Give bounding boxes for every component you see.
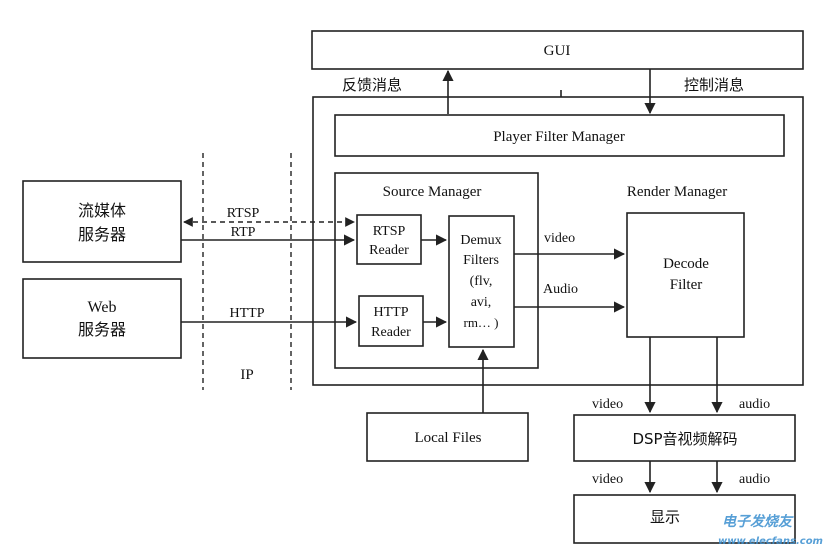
web-server-label-2: 服务器 [78, 320, 126, 339]
streaming-server-label-2: 服务器 [78, 225, 126, 244]
source-manager-label: Source Manager [383, 184, 482, 200]
player-filter-manager-box [334, 114, 785, 157]
rtsp-reader-box [356, 214, 422, 265]
display-video-label: video [592, 472, 623, 487]
display-label: 显示 [650, 508, 680, 526]
decode-filter-box [626, 212, 745, 338]
render-manager-label: Render Manager [627, 184, 727, 200]
http-reader-label-2: Reader [371, 325, 411, 340]
streaming-server-label-1: 流媒体 [78, 201, 126, 220]
rtsp-reader-label-2: Reader [369, 243, 409, 258]
watermark-logo: 电子发烧友 www.elecfans.com [718, 513, 823, 547]
display-audio-label: audio [739, 472, 770, 487]
ip-label: IP [240, 367, 253, 383]
streaming-server-box [22, 180, 182, 263]
demux-filters-box [448, 215, 515, 348]
rtsp-label: RTSP [227, 206, 260, 221]
gui-label: GUI [544, 43, 571, 59]
decode-filter-label-2: Filter [670, 277, 703, 293]
http-reader-label-1: HTTP [374, 305, 409, 320]
demux-label-4: avi, [471, 295, 492, 310]
demux-label-1: Demux [460, 233, 501, 248]
dsp-decode-label: DSP音视频解码 [632, 430, 737, 448]
web-server-box [22, 278, 182, 359]
dsp-video-label: video [592, 397, 623, 412]
dsp-decode-box [573, 414, 796, 462]
demux-label-5: rm… ) [463, 315, 498, 330]
gui-box [311, 30, 804, 70]
web-server-label-1: Web [88, 299, 117, 316]
demux-label-2: Filters [463, 253, 499, 268]
decode-filter-label-1: Decode [663, 256, 709, 272]
display-box [573, 494, 796, 544]
player-filter-manager-label: Player Filter Manager [493, 129, 625, 145]
audio-label: Audio [543, 282, 578, 297]
http-label: HTTP [230, 306, 265, 321]
rtsp-reader-label-1: RTSP [373, 224, 406, 239]
feedback-message-label: 反馈消息 [342, 76, 402, 94]
rtp-label: RTP [231, 225, 256, 240]
video-label: video [544, 231, 575, 246]
local-files-label: Local Files [414, 430, 481, 446]
watermark-url: www.elecfans.com [718, 536, 823, 547]
control-message-label: 控制消息 [684, 76, 744, 94]
local-files-box [366, 412, 529, 462]
demux-label-3: (flv, [470, 274, 493, 289]
http-reader-box [358, 295, 424, 347]
dsp-audio-label: audio [739, 397, 770, 412]
watermark-text: 电子发烧友 [722, 513, 794, 530]
